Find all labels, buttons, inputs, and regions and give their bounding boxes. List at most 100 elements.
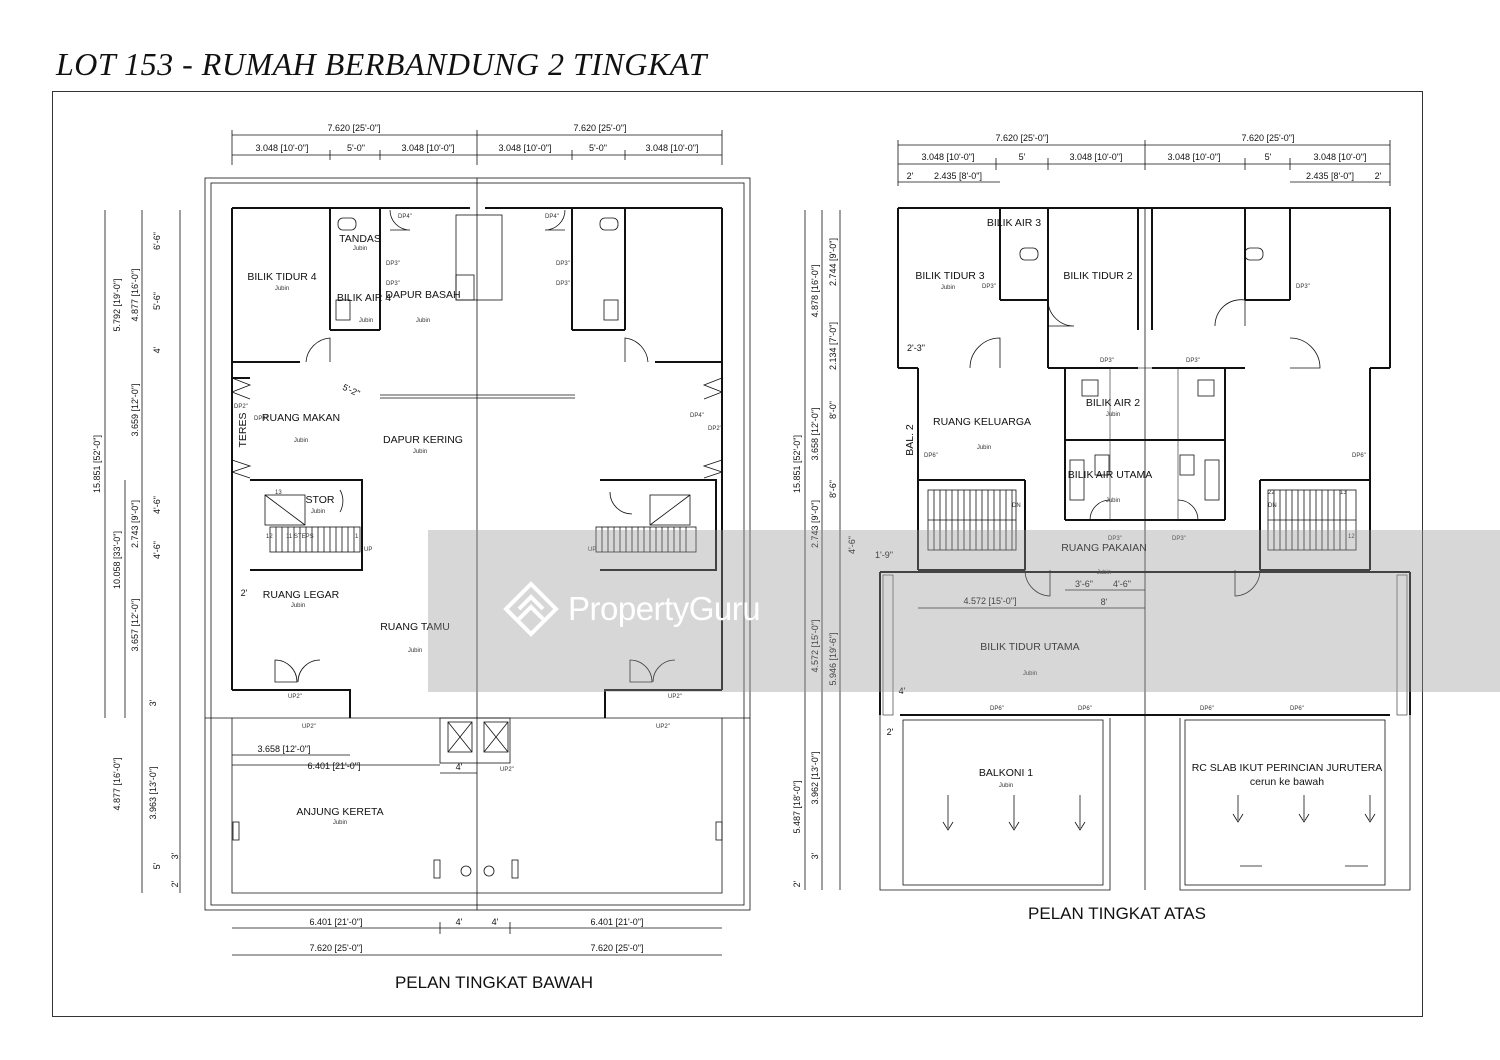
svg-text:UP2": UP2"	[288, 694, 302, 700]
svg-text:DP4": DP4"	[545, 214, 559, 220]
svg-text:3.962 [13'-0"]: 3.962 [13'-0"]	[810, 752, 820, 805]
svg-text:DP3": DP3"	[556, 261, 570, 267]
svg-text:4': 4'	[899, 686, 906, 696]
gf-left-inner-walls	[232, 208, 381, 363]
svg-text:2.743 [9'-0"]: 2.743 [9'-0"]	[810, 500, 820, 548]
room-bilik-tidur-2: BILIK TIDUR 2	[1063, 270, 1132, 282]
uf-outer-walls	[897, 207, 1391, 369]
gf-left-walls	[231, 207, 470, 718]
svg-text:DP2": DP2"	[234, 404, 248, 410]
svg-text:4': 4'	[456, 917, 463, 927]
gf-dim-lines-top	[104, 130, 723, 956]
room-bilik-air-2: BILIK AIR 2	[1086, 397, 1140, 409]
svg-text:2': 2'	[241, 588, 248, 598]
svg-text:DP4": DP4"	[254, 416, 268, 422]
svg-text:7.620 [25'-0"]: 7.620 [25'-0"]	[996, 133, 1049, 143]
drawing-title: LOT 153 - RUMAH BERBANDUNG 2 TINGKAT	[56, 46, 707, 82]
svg-text:22: 22	[1268, 490, 1275, 496]
gf-right-walls	[485, 207, 723, 718]
svg-text:6.401 [21'-0"]: 6.401 [21'-0"]	[310, 917, 363, 927]
room-ruang-tamu: RUANG TAMU	[380, 621, 450, 633]
svg-text:1: 1	[355, 534, 359, 540]
svg-text:3.658 [12'-0"]: 3.658 [12'-0"]	[258, 744, 311, 754]
svg-text:1'-9": 1'-9"	[875, 550, 893, 560]
svg-text:DP3": DP3"	[556, 281, 570, 287]
svg-text:3.048 [10'-0"]: 3.048 [10'-0"]	[402, 143, 455, 153]
svg-text:3.048 [10'-0"]: 3.048 [10'-0"]	[646, 143, 699, 153]
svg-text:Jubin: Jubin	[333, 820, 347, 826]
svg-text:3.048 [10'-0"]: 3.048 [10'-0"]	[1314, 152, 1367, 162]
gf-toilet-icon-right	[599, 217, 619, 231]
gf-door-stor	[339, 489, 344, 513]
uf-slope-arrows	[942, 795, 1376, 867]
svg-text:3': 3'	[148, 699, 158, 706]
svg-text:DP2": DP2"	[708, 426, 722, 432]
gf-sliding-door-left-2	[230, 459, 252, 479]
svg-text:5.792 [19'-0"]: 5.792 [19'-0"]	[112, 279, 122, 332]
gf-door-right	[624, 337, 649, 363]
svg-text:DP3": DP3"	[1108, 536, 1122, 542]
svg-text:8'-6": 8'-6"	[828, 480, 838, 498]
svg-text:UP2": UP2"	[668, 694, 682, 700]
gf-gate-post-icon	[460, 865, 472, 877]
svg-text:Jubin: Jubin	[359, 318, 373, 324]
uf-family-walls	[917, 368, 1371, 570]
svg-text:2': 2'	[907, 171, 914, 181]
svg-text:7.620 [25'-0"]: 7.620 [25'-0"]	[574, 123, 627, 133]
svg-text:Jubin: Jubin	[275, 286, 289, 292]
uf-toilet-icon-master	[1094, 454, 1110, 476]
room-ruang-legar: RUANG LEGAR	[263, 589, 340, 601]
svg-text:4.572 [15'-0"]: 4.572 [15'-0"]	[964, 596, 1017, 606]
svg-text:Jubin: Jubin	[416, 318, 430, 324]
gf-toilet-icon	[337, 217, 357, 231]
room-ruang-pakaian: RUANG PAKAIAN	[1061, 542, 1147, 554]
svg-text:3.659 [12'-0"]: 3.659 [12'-0"]	[130, 384, 140, 437]
svg-text:2.743 [9'-0"]: 2.743 [9'-0"]	[130, 500, 140, 548]
svg-text:DP3": DP3"	[982, 284, 996, 290]
svg-text:7.620 [25'-0"]: 7.620 [25'-0"]	[328, 123, 381, 133]
uf-stair-walls	[918, 480, 1370, 571]
svg-text:8'-0": 8'-0"	[828, 401, 838, 419]
uf-shower-hatch	[1109, 367, 1179, 521]
room-balkoni-1: BALKONI 1	[979, 767, 1033, 779]
svg-text:Jubin: Jubin	[413, 449, 427, 455]
svg-text:DP3": DP3"	[386, 261, 400, 267]
svg-text:4': 4'	[456, 762, 463, 772]
svg-text:Jubin: Jubin	[1106, 412, 1120, 418]
uf-left-inner-walls	[999, 208, 1139, 369]
svg-text:UP: UP	[588, 547, 596, 553]
svg-text:5'-0": 5'-0"	[589, 143, 607, 153]
propertyguru-logo-icon	[503, 581, 559, 637]
svg-text:4.877 [16'-0"]: 4.877 [16'-0"]	[130, 269, 140, 322]
svg-text:DP6": DP6"	[924, 453, 938, 459]
uf-dim-lines	[804, 140, 1391, 890]
svg-text:Jubin: Jubin	[291, 603, 305, 609]
svg-text:6.401 [21'-0"]: 6.401 [21'-0"]	[591, 917, 644, 927]
svg-text:5.946 [19'-6"]: 5.946 [19'-6"]	[828, 633, 838, 686]
svg-text:4'-6": 4'-6"	[1113, 579, 1131, 589]
watermark-text: PropertyGuru	[568, 590, 761, 627]
room-bilik-air-4: BILIK AIR 4	[337, 292, 391, 304]
svg-text:3.963 [13'-0"]: 3.963 [13'-0"]	[148, 767, 158, 820]
svg-text:3.048 [10'-0"]: 3.048 [10'-0"]	[1070, 152, 1123, 162]
svg-text:12: 12	[1348, 534, 1355, 540]
svg-text:5': 5'	[152, 862, 162, 869]
gf-right-inner-walls	[571, 208, 722, 363]
svg-text:10.058 [33'-0"]: 10.058 [33'-0"]	[112, 531, 122, 589]
caption-upper-floor: PELAN TINGKAT ATAS	[1028, 904, 1206, 923]
svg-text:DP3": DP3"	[1172, 536, 1186, 542]
svg-text:8': 8'	[1101, 597, 1108, 607]
svg-text:DP6": DP6"	[1290, 706, 1304, 712]
svg-text:15.851 [52'-0"]: 15.851 [52'-0"]	[792, 435, 802, 493]
room-bilik-air-utama: BILIK AIR UTAMA	[1068, 469, 1152, 481]
svg-text:13: 13	[1340, 490, 1347, 496]
label-rc-slab: RC SLAB IKUT PERINCIAN JURUTERA	[1192, 762, 1383, 774]
svg-text:4': 4'	[492, 917, 499, 927]
svg-text:2.435 [8'-0"]: 2.435 [8'-0"]	[1306, 171, 1354, 181]
svg-text:5'-6": 5'-6"	[152, 292, 162, 310]
svg-text:Jubin: Jubin	[941, 285, 955, 291]
svg-text:3.048 [10'-0"]: 3.048 [10'-0"]	[922, 152, 975, 162]
room-anjung-kereta: ANJUNG KERETA	[296, 806, 383, 818]
uf-bath-walls	[1064, 368, 1226, 521]
